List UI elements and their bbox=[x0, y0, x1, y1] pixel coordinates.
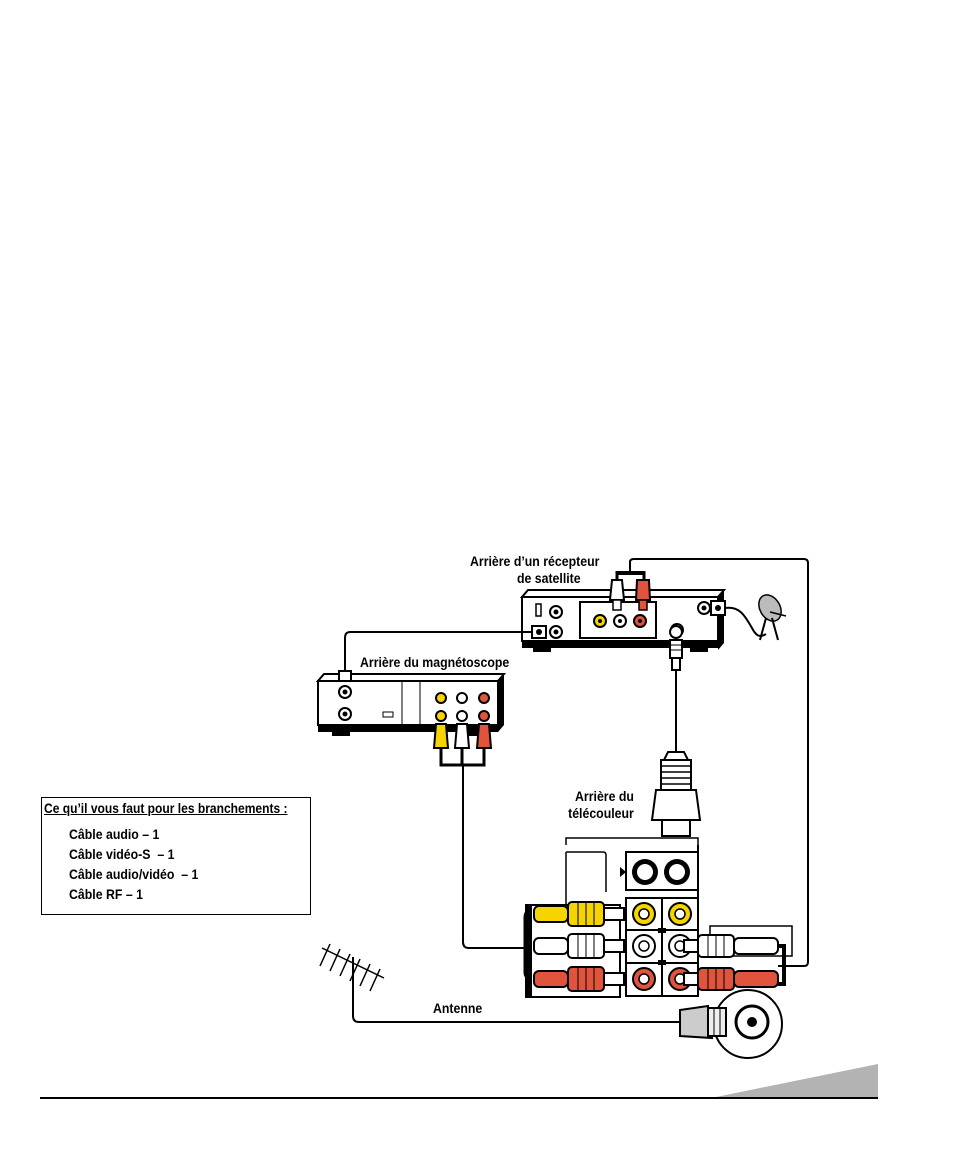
satellite-label-line2: de satellite bbox=[516, 570, 581, 586]
list-item: Câble audio – 1 bbox=[69, 826, 160, 842]
list-item: Câble RF – 1 bbox=[69, 886, 143, 902]
required-items-list: Câble audio – 1 Câble vidéo-S – 1 Câble … bbox=[69, 824, 216, 904]
list-item: Câble vidéo-S – 1 bbox=[69, 846, 175, 862]
satellite-audio-plugs bbox=[608, 571, 652, 611]
cables bbox=[344, 558, 809, 1023]
required-items-title: Ce qu’il vous faut pour les branchements… bbox=[44, 800, 288, 816]
vcr-label: Arrière du magnétoscope bbox=[360, 654, 510, 670]
tv-left-av-plugs bbox=[523, 901, 625, 992]
vcr-av-plugs bbox=[432, 723, 493, 767]
footer-rule bbox=[40, 1097, 878, 1099]
page-corner-tab bbox=[716, 1064, 878, 1097]
tv-label-line1: Arrière du bbox=[575, 788, 634, 804]
antenna-icon bbox=[319, 943, 385, 992]
satellite-dish-icon bbox=[724, 594, 787, 641]
tv-label-line2: télécouleur bbox=[568, 805, 634, 821]
tv-label: Arrière du télécouleur bbox=[568, 788, 634, 822]
vcr-drawing bbox=[315, 670, 507, 736]
antenna-label: Antenne bbox=[433, 1000, 483, 1016]
satellite-svideo-plug bbox=[669, 625, 683, 671]
tv-right-audio-plugs bbox=[683, 925, 793, 991]
required-items-box: Ce qu’il vous faut pour les branchements… bbox=[41, 797, 311, 915]
satellite-label-line1: Arrière d’un récepteur bbox=[470, 553, 600, 569]
list-item: Câble audio/vidéo – 1 bbox=[69, 866, 199, 882]
tv-svideo-plug bbox=[650, 751, 702, 837]
satellite-label: Arrière d’un récepteur de satellite bbox=[470, 553, 599, 587]
tv-antenna-connector bbox=[679, 989, 783, 1059]
